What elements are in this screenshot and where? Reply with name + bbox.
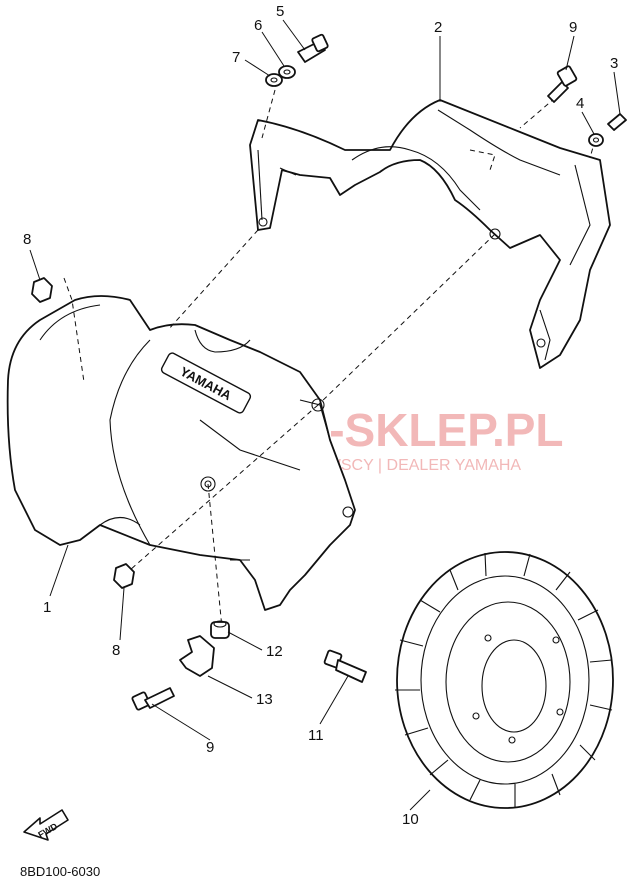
callout-3: 3 — [610, 55, 618, 72]
diagram-code: 8BD100-6030 — [20, 864, 100, 879]
callout-13: 13 — [256, 691, 273, 708]
callout-2: 2 — [434, 19, 442, 36]
nut-8-lower-icon — [113, 563, 135, 589]
callout-8-upper: 8 — [23, 231, 31, 248]
hardware — [31, 33, 627, 711]
bolt-9-lower-icon — [131, 687, 175, 711]
callout-11: 11 — [308, 727, 324, 744]
bolt-11-icon — [323, 649, 367, 683]
upper-cover-part — [249, 99, 611, 369]
nut-8-upper-icon — [31, 277, 53, 303]
callouts: 1 2 3 4 5 6 7 8 8 9 9 10 11 12 13 — [23, 3, 618, 828]
washer-4-icon — [588, 133, 604, 147]
callout-5: 5 — [276, 3, 284, 20]
washer-7-icon — [265, 73, 283, 87]
bolt-9-upper-icon — [547, 65, 578, 103]
callout-12: 12 — [266, 643, 283, 660]
callout-10: 10 — [402, 811, 419, 828]
callout-8-lower: 8 — [112, 642, 120, 659]
bolt-5-icon — [297, 33, 329, 63]
callout-9-upper: 9 — [569, 19, 577, 36]
callout-6: 6 — [254, 17, 262, 34]
callout-7: 7 — [232, 49, 240, 66]
callout-4: 4 — [576, 95, 584, 112]
callout-9-lower: 9 — [206, 739, 214, 756]
flywheel-fan-part — [395, 551, 614, 809]
callout-1: 1 — [43, 599, 51, 616]
collar-12-icon — [210, 620, 230, 639]
washer-6-icon — [278, 65, 296, 79]
bolt-3-icon — [607, 113, 627, 131]
clip-13-icon — [179, 635, 215, 677]
fwd-arrow-icon: FWD — [23, 809, 69, 841]
lower-cover-part: YAMAHA — [6, 295, 356, 611]
leader-lines — [29, 19, 621, 811]
